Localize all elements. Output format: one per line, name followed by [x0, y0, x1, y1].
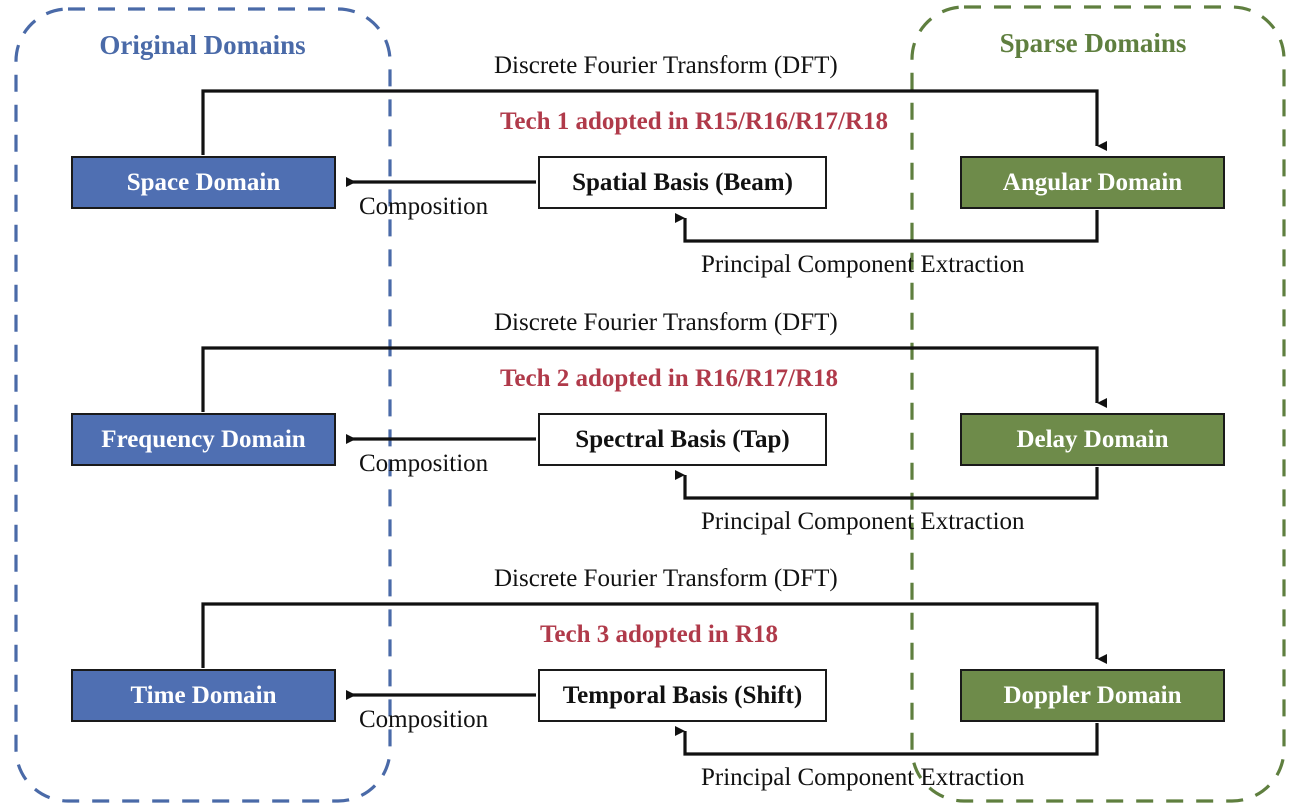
group-label-sparse: Sparse Domains [999, 28, 1187, 58]
edge-label-pce-row-2: Principal Component Extraction [701, 508, 1025, 535]
edge-label-dft-row-3: Discrete Fourier Transform (DFT) [494, 565, 838, 592]
tech-label-row-1: Tech 1 adopted in R15/R16/R17/R18 [500, 108, 889, 135]
edge-pce-row-1 [675, 210, 1099, 243]
group-boundary-original [14, 7, 392, 803]
node-spectral-basis[interactable]: Spectral Basis (Tap) [538, 413, 827, 466]
node-time-domain[interactable]: Time Domain [71, 669, 336, 722]
edge-label-composition-row-1: Composition [359, 193, 489, 220]
group-label-original: Original Domains [99, 30, 306, 60]
edge-label-composition-row-3: Composition [359, 706, 489, 733]
node-doppler-domain[interactable]: Doppler Domain [960, 669, 1225, 722]
edge-label-pce-row-3: Principal Component Extraction [701, 764, 1025, 791]
tech-label-row-2: Tech 2 adopted in R16/R17/R18 [500, 365, 839, 392]
node-frequency-domain[interactable]: Frequency Domain [71, 413, 336, 466]
group-boundary-sparse [910, 5, 1286, 803]
edge-label-dft-row-1: Discrete Fourier Transform (DFT) [494, 52, 838, 79]
edge-label-composition-row-2: Composition [359, 450, 489, 477]
edge-pce-row-2 [675, 467, 1099, 500]
tech-label-row-3: Tech 3 adopted in R18 [540, 621, 779, 648]
edge-pce-row-3 [675, 723, 1099, 756]
node-space-domain[interactable]: Space Domain [71, 156, 336, 209]
edge-dft-row-3 [201, 602, 1107, 668]
node-angular-domain[interactable]: Angular Domain [960, 156, 1225, 209]
edge-label-dft-row-2: Discrete Fourier Transform (DFT) [494, 309, 838, 336]
edge-label-pce-row-1: Principal Component Extraction [701, 251, 1025, 278]
node-delay-domain[interactable]: Delay Domain [960, 413, 1225, 466]
node-temporal-basis[interactable]: Temporal Basis (Shift) [538, 669, 827, 722]
edge-dft-row-1 [201, 89, 1107, 155]
edge-dft-row-2 [201, 346, 1107, 412]
node-spatial-basis[interactable]: Spatial Basis (Beam) [538, 156, 827, 209]
